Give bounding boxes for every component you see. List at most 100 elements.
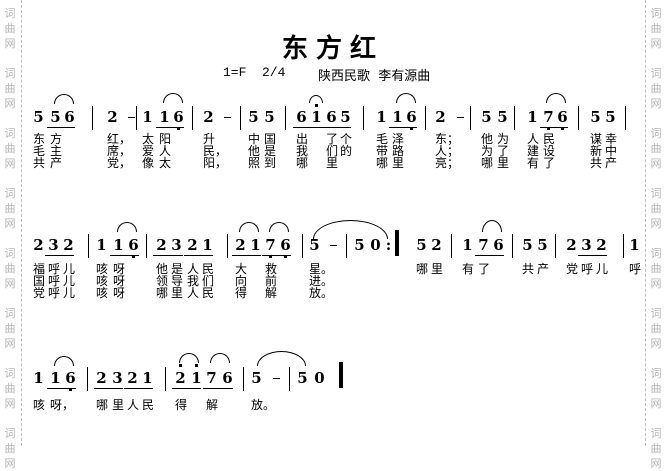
lyric: 领 [156, 274, 169, 288]
lyric: 大 [235, 262, 248, 276]
lyric: 党 [566, 262, 579, 276]
lyric: 毛 [33, 144, 46, 158]
lyric: 是 [264, 144, 277, 158]
lyric: 呼 [581, 262, 594, 276]
lyric: 产 [537, 262, 550, 276]
note: 1 [33, 369, 44, 387]
lyric: 出 [296, 132, 309, 146]
watermark-char: 词 [4, 67, 16, 80]
watermark-char: 词 [650, 127, 662, 140]
lyric: 民 [202, 262, 215, 276]
note: 1 [250, 236, 261, 254]
lyric: 哪 [296, 156, 309, 170]
note: 1 [392, 108, 403, 126]
lyric: 儿 [63, 262, 76, 276]
eighth-beam [172, 388, 201, 389]
watermark-left: 词曲网词曲网词曲网词曲网词曲网词曲网词曲网词曲网 [0, 0, 20, 470]
note: 1 [142, 108, 153, 126]
watermark-char: 词 [650, 67, 662, 80]
note: 1 [50, 369, 61, 387]
end-bar-line [395, 230, 399, 256]
note: 6 [64, 108, 75, 126]
lyric: 向 [235, 274, 248, 288]
lyric: 人 [159, 144, 172, 158]
note: 2 [63, 236, 74, 254]
bar-line [470, 106, 471, 130]
lyric: 了 [326, 132, 339, 146]
lyric: 带 [376, 144, 389, 158]
watermark-char: 网 [650, 97, 662, 110]
watermark-char: 曲 [4, 202, 16, 215]
lyric: 为 [481, 144, 494, 158]
lyric: 毛 [376, 132, 389, 146]
note: 1 [202, 236, 213, 254]
lyric: 呼 [629, 262, 642, 276]
lyric: 中 [248, 132, 261, 146]
lyric: 共 [33, 156, 46, 170]
eighth-beam [322, 127, 351, 128]
lyric: 咳 [96, 262, 109, 276]
sustain-dash [273, 378, 280, 379]
note: 1 [96, 236, 107, 254]
lyric: 他 [248, 144, 261, 158]
note: 2 [175, 369, 186, 387]
watermark-char: 词 [650, 247, 662, 260]
watermark-char: 曲 [650, 262, 662, 275]
watermark-char: 曲 [650, 142, 662, 155]
watermark-right: 词曲网词曲网词曲网词曲网词曲网词曲网词曲网词曲网 [646, 0, 666, 470]
lyric: 阳 [159, 132, 172, 146]
note: 5 [297, 369, 308, 387]
high-octave-dot [179, 364, 182, 367]
note: 5 [33, 108, 44, 126]
bar-line [578, 106, 579, 130]
bar-line [165, 367, 166, 391]
eighth-beam [94, 388, 123, 389]
note: 5 [537, 236, 548, 254]
eighth-beam [184, 255, 213, 256]
watermark-char: 词 [4, 187, 16, 200]
note: 3 [171, 236, 182, 254]
note: 3 [581, 236, 592, 254]
note: 7 [478, 236, 489, 254]
bar-line [192, 106, 193, 130]
lyric: 里 [326, 156, 339, 170]
eighth-beam [475, 255, 504, 256]
lyric: 们 [202, 274, 215, 288]
high-octave-dot [195, 364, 198, 367]
note: 5 [354, 236, 365, 254]
watermark-char: 曲 [4, 442, 16, 455]
watermark-char: 词 [650, 427, 662, 440]
lyric: 席， [107, 144, 132, 158]
lyric: 的 [340, 144, 353, 158]
lyric: 咳 [96, 274, 109, 288]
note: 1 [113, 236, 124, 254]
lyric: 主 [50, 144, 63, 158]
eighth-beam [203, 388, 233, 389]
watermark-char: 网 [650, 217, 662, 230]
lyric: 国 [264, 132, 277, 146]
low-octave-dot [269, 255, 272, 258]
slur-arc [269, 222, 289, 232]
slur-arc [482, 220, 502, 232]
watermark-char: 网 [650, 397, 662, 410]
bar-line [346, 234, 347, 258]
low-octave-dot [69, 388, 72, 391]
lyric: 哪 [376, 156, 389, 170]
key-time-signature: 1=F 2/4 [223, 65, 286, 80]
lyric: 儿 [63, 286, 76, 300]
watermark-char: 曲 [650, 322, 662, 335]
watermark-right-divider [645, 0, 646, 446]
song-title: 东方红 [281, 34, 384, 64]
lyric: 民 [543, 132, 556, 146]
lyric: 哪 [156, 286, 169, 300]
note: 1 [159, 108, 170, 126]
lyric: 呼 [48, 262, 61, 276]
slur-arc [117, 222, 137, 232]
slur-arc [239, 222, 259, 232]
watermark-char: 词 [4, 7, 16, 20]
slur-arc [179, 353, 199, 363]
note: 5 [497, 108, 508, 126]
note: 6 [222, 369, 233, 387]
lyric: 我 [187, 274, 200, 288]
low-octave-dot [177, 127, 180, 130]
